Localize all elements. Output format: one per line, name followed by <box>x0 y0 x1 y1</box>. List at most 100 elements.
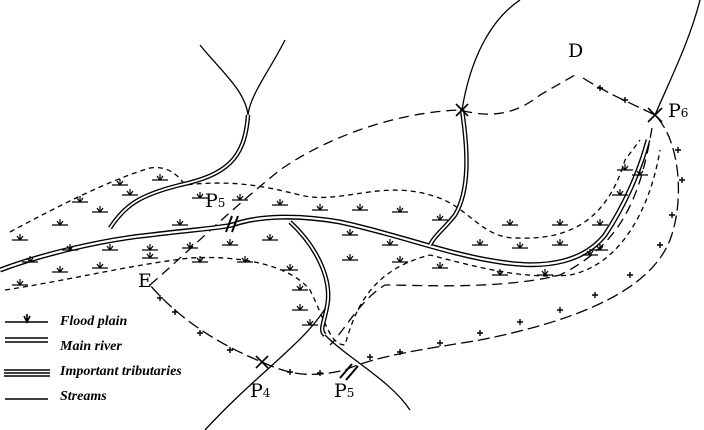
p5-top-subscript: 5 <box>217 196 226 210</box>
flood-plain-mark <box>22 256 38 263</box>
point-label-p6: P6 <box>668 100 688 122</box>
flood-plain-mark <box>72 196 88 203</box>
flood-plain-marks <box>12 164 648 326</box>
boundary-cross-mark <box>367 354 373 360</box>
flood-plain-mark <box>52 266 68 273</box>
flood-plain-mark <box>222 239 238 246</box>
flood-plain-mark <box>302 319 318 326</box>
divide-line-2 <box>329 127 653 346</box>
boundary-cross-mark <box>157 295 163 301</box>
point-label-p5-bottom: P5 <box>334 380 354 402</box>
flood-plain-mark <box>632 169 648 176</box>
p4-subscript: 4 <box>262 386 271 400</box>
flood-plain-mark <box>382 239 398 246</box>
flood-plain-mark <box>552 239 568 246</box>
boundary-cross-mark <box>622 97 628 103</box>
boundary-cross-mark <box>597 85 603 91</box>
flood-plain-mark <box>292 284 308 291</box>
boundary-cross-marks <box>157 85 685 376</box>
legend-important-tributaries: Important tributaries <box>60 364 182 379</box>
flood-plain-mark <box>112 179 128 186</box>
flood-plain-mark <box>352 204 368 211</box>
flood-plain-mark <box>152 174 168 181</box>
stream-top-right <box>461 0 521 111</box>
stream-top-left-b <box>247 39 286 116</box>
flood-plain-mark <box>432 214 448 221</box>
flood-plain-mark <box>312 204 328 211</box>
important-tributaries <box>108 109 469 337</box>
flood-plain-mark <box>502 219 518 226</box>
boundary-cross-mark <box>679 177 685 183</box>
boundary-cross-mark <box>477 330 483 336</box>
boundary-cross-mark <box>227 347 233 353</box>
stream-top-left-a <box>199 44 249 116</box>
flood-plain-mark <box>182 242 198 249</box>
flood-plain-mark <box>612 189 628 196</box>
boundary-cross-mark <box>397 349 403 355</box>
boundary-cross-mark <box>627 272 633 278</box>
boundary-cross-mark <box>675 147 681 153</box>
point-label-d: D <box>568 40 584 62</box>
crossing-mark-p6 <box>647 107 663 123</box>
divide-line <box>149 74 576 286</box>
flood-plain-mark <box>12 234 28 241</box>
flood-plain-mark <box>192 192 208 199</box>
flood-plain-mark <box>12 279 28 286</box>
p5-bottom-letter: P <box>334 380 347 402</box>
crossing-mark-top <box>455 103 469 117</box>
flood-plain-mark <box>92 262 108 269</box>
boundary-cross-mark <box>287 369 293 375</box>
flood-plain-mark <box>617 164 633 171</box>
legend-main-river: Main river <box>60 339 122 354</box>
flood-plain-mark <box>282 264 298 271</box>
flood-plain-mark <box>292 304 308 311</box>
flood-plain-mark <box>592 219 608 226</box>
flood-plain-mark <box>552 219 568 226</box>
stream-far-right <box>654 0 701 116</box>
flood-plain-mark <box>172 219 188 226</box>
p5-top-letter: P <box>205 190 218 212</box>
flood-plain-mark <box>142 252 158 259</box>
p6-subscript: 6 <box>680 106 689 120</box>
stream-bottom-right <box>324 334 411 411</box>
point-label-e: E <box>138 270 152 292</box>
boundary-cross-mark <box>557 307 563 313</box>
flood-plain-mark <box>262 234 278 241</box>
flood-plain-mark <box>342 229 358 236</box>
boundary-cross-mark <box>517 319 523 325</box>
flood-plain-mark <box>62 244 78 251</box>
crossing-mark-p4 <box>255 355 269 369</box>
boundary-cross-mark <box>197 330 203 336</box>
flood-plain-mark <box>192 256 208 263</box>
p5-bottom-subscript: 5 <box>346 386 355 400</box>
legend-streams: Streams <box>60 389 107 404</box>
p6-letter: P <box>668 100 681 122</box>
boundary-cross-mark <box>592 292 598 298</box>
point-label-p4: P4 <box>250 380 270 402</box>
boundary-cross-mark <box>172 309 178 315</box>
flood-plain-mark <box>232 194 248 201</box>
point-label-p5-top: P5 <box>205 190 225 212</box>
flood-plain-mark <box>392 206 408 213</box>
flood-plain-mark <box>432 262 448 269</box>
flood-plain-mark <box>52 219 68 226</box>
flood-plain-mark <box>142 244 158 251</box>
flood-plain-mark <box>102 244 118 251</box>
flood-plain-mark <box>582 249 598 256</box>
boundary-cross-mark <box>437 340 443 346</box>
crossing-mark-p5-bottom <box>339 363 359 381</box>
flood-plain-boundary <box>4 139 661 346</box>
flood-plain-mark <box>122 189 138 196</box>
flood-plain-mark <box>492 269 508 276</box>
flood-plain-mark <box>342 254 358 261</box>
flood-plain-mark <box>272 199 288 206</box>
boundary-cross-mark <box>669 212 675 218</box>
flood-plain-mark <box>592 244 608 251</box>
flood-plain-mark <box>237 256 253 263</box>
flood-plain-mark <box>537 269 553 276</box>
legend-symbols <box>4 314 50 400</box>
crossing-mark-p5-top <box>225 215 239 233</box>
boundary-cross-mark <box>657 242 663 248</box>
